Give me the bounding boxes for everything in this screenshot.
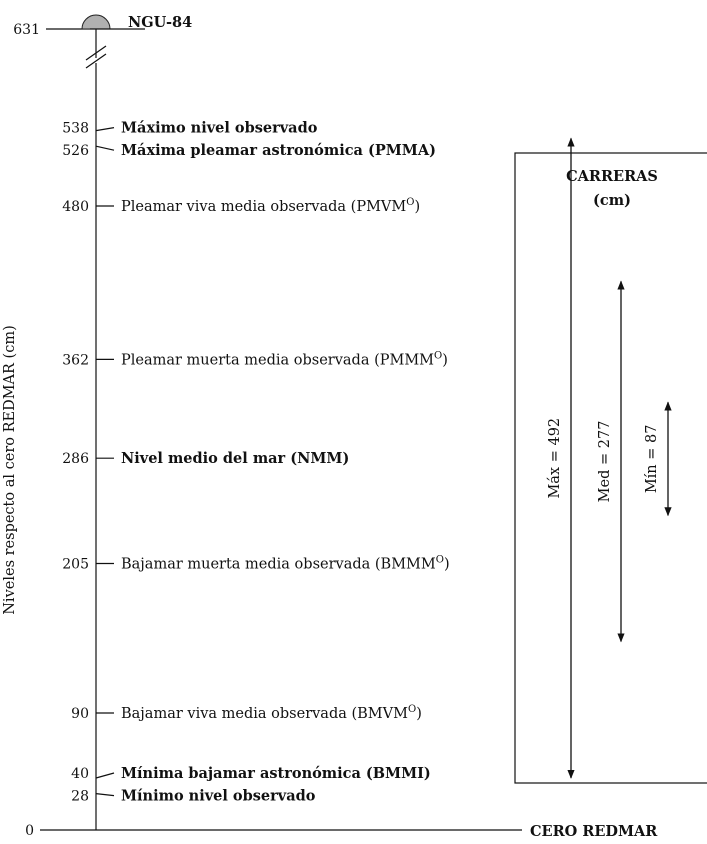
- range-max: Máx = 492: [547, 137, 575, 779]
- ranges-unit: (cm): [593, 192, 631, 209]
- level-label: Máxima pleamar astronómica (PMMA): [121, 142, 436, 159]
- level-label: Mínimo nivel observado: [121, 788, 316, 805]
- level-nmm: 286 Nivel medio del mar (NMM): [62, 450, 349, 467]
- level-label-superscript: O: [434, 350, 442, 361]
- level-value: 480: [62, 199, 89, 215]
- level-label-text: Mínimo nivel observado: [121, 788, 316, 805]
- level-label: Pleamar muerta media observada (PMMMO): [121, 350, 448, 368]
- range-min: Mín = 87: [644, 401, 672, 517]
- level-label-tail: ): [414, 199, 420, 215]
- level-label-text: Mínima bajamar astronómica (BMMI): [121, 765, 431, 782]
- level-tick: [95, 145, 115, 151]
- level-label: Nivel medio del mar (NMM): [121, 450, 349, 467]
- level-value: 286: [62, 451, 89, 467]
- benchmark-dome-icon: [81, 14, 111, 30]
- level-bmmm: 205 Bajamar muerta media observada (BMMMO…: [62, 555, 449, 573]
- benchmark-label: NGU-84: [128, 14, 192, 31]
- y-axis-label: Niveles respecto al cero REDMAR (cm): [2, 325, 18, 615]
- zero-value: 0: [25, 823, 34, 839]
- level-label: Máximo nivel observado: [121, 120, 318, 137]
- level-tick: [95, 772, 115, 779]
- level-label-text: Nivel medio del mar (NMM): [121, 450, 349, 467]
- range-med: Med = 277: [597, 280, 625, 643]
- level-tick: [95, 793, 115, 797]
- level-label-text: Pleamar muerta media observada (PMMM: [121, 352, 434, 368]
- level-label: Bajamar muerta media observada (BMMMO): [121, 555, 450, 573]
- levels-layer: 538 Máximo nivel observado 526 Máxima pleam…: [62, 120, 449, 805]
- axis-break-mark-1: [85, 45, 107, 61]
- level-label: Bajamar viva media observada (BMVMO): [121, 704, 422, 722]
- level-label-text: Bajamar viva media observada (BMVM: [121, 706, 408, 722]
- level-label-text: Bajamar muerta media observada (BMMM: [121, 557, 436, 573]
- level-label-tail: ): [416, 706, 422, 722]
- level-value: 90: [71, 706, 89, 722]
- zero-label: CERO REDMAR: [530, 823, 658, 840]
- level-label-text: Máximo nivel observado: [121, 120, 318, 137]
- ranges-box: [514, 152, 707, 784]
- level-bmvm: 90 Bajamar viva media observada (BMVMO): [71, 704, 422, 722]
- level-label-superscript: O: [436, 555, 444, 566]
- level-label-text: Pleamar viva media observada (PMVM: [121, 199, 406, 215]
- level-tick: [95, 127, 115, 132]
- ranges-layer: Máx = 492 Med = 277 Mín = 87: [547, 137, 672, 779]
- level-pmma: 526 Máxima pleamar astronómica (PMMA): [62, 142, 436, 159]
- level-label-superscript: O: [408, 704, 416, 715]
- level-pmmm: 362 Pleamar muerta media observada (PMMMO…: [62, 350, 448, 368]
- level-label-tail: ): [444, 557, 450, 573]
- range-label: Máx = 492: [547, 418, 563, 499]
- range-label: Mín = 87: [644, 425, 660, 494]
- level-max-observed: 538 Máximo nivel observado: [62, 120, 317, 137]
- level-bmmi: 40 Mínima bajamar astronómica (BMMI): [71, 765, 431, 782]
- level-value: 40: [71, 766, 89, 782]
- benchmark-value: 631: [13, 22, 40, 38]
- axis-break-mark-2: [85, 53, 107, 69]
- level-value: 526: [62, 143, 89, 159]
- level-label-text: Máxima pleamar astronómica (PMMA): [121, 142, 436, 159]
- level-min-observed: 28 Mínimo nivel observado: [71, 788, 316, 805]
- level-value: 28: [71, 789, 89, 805]
- level-label: Mínima bajamar astronómica (BMMI): [121, 765, 431, 782]
- level-value: 205: [62, 557, 89, 573]
- level-label-superscript: O: [406, 197, 414, 208]
- level-value: 362: [62, 352, 89, 368]
- range-label: Med = 277: [597, 421, 613, 503]
- level-pmvm: 480 Pleamar viva media observada (PMVMO): [62, 197, 420, 215]
- level-label-tail: ): [442, 352, 448, 368]
- ranges-title: CARRERAS: [566, 168, 658, 185]
- level-label: Pleamar viva media observada (PMVMO): [121, 197, 420, 215]
- level-value: 538: [62, 121, 89, 137]
